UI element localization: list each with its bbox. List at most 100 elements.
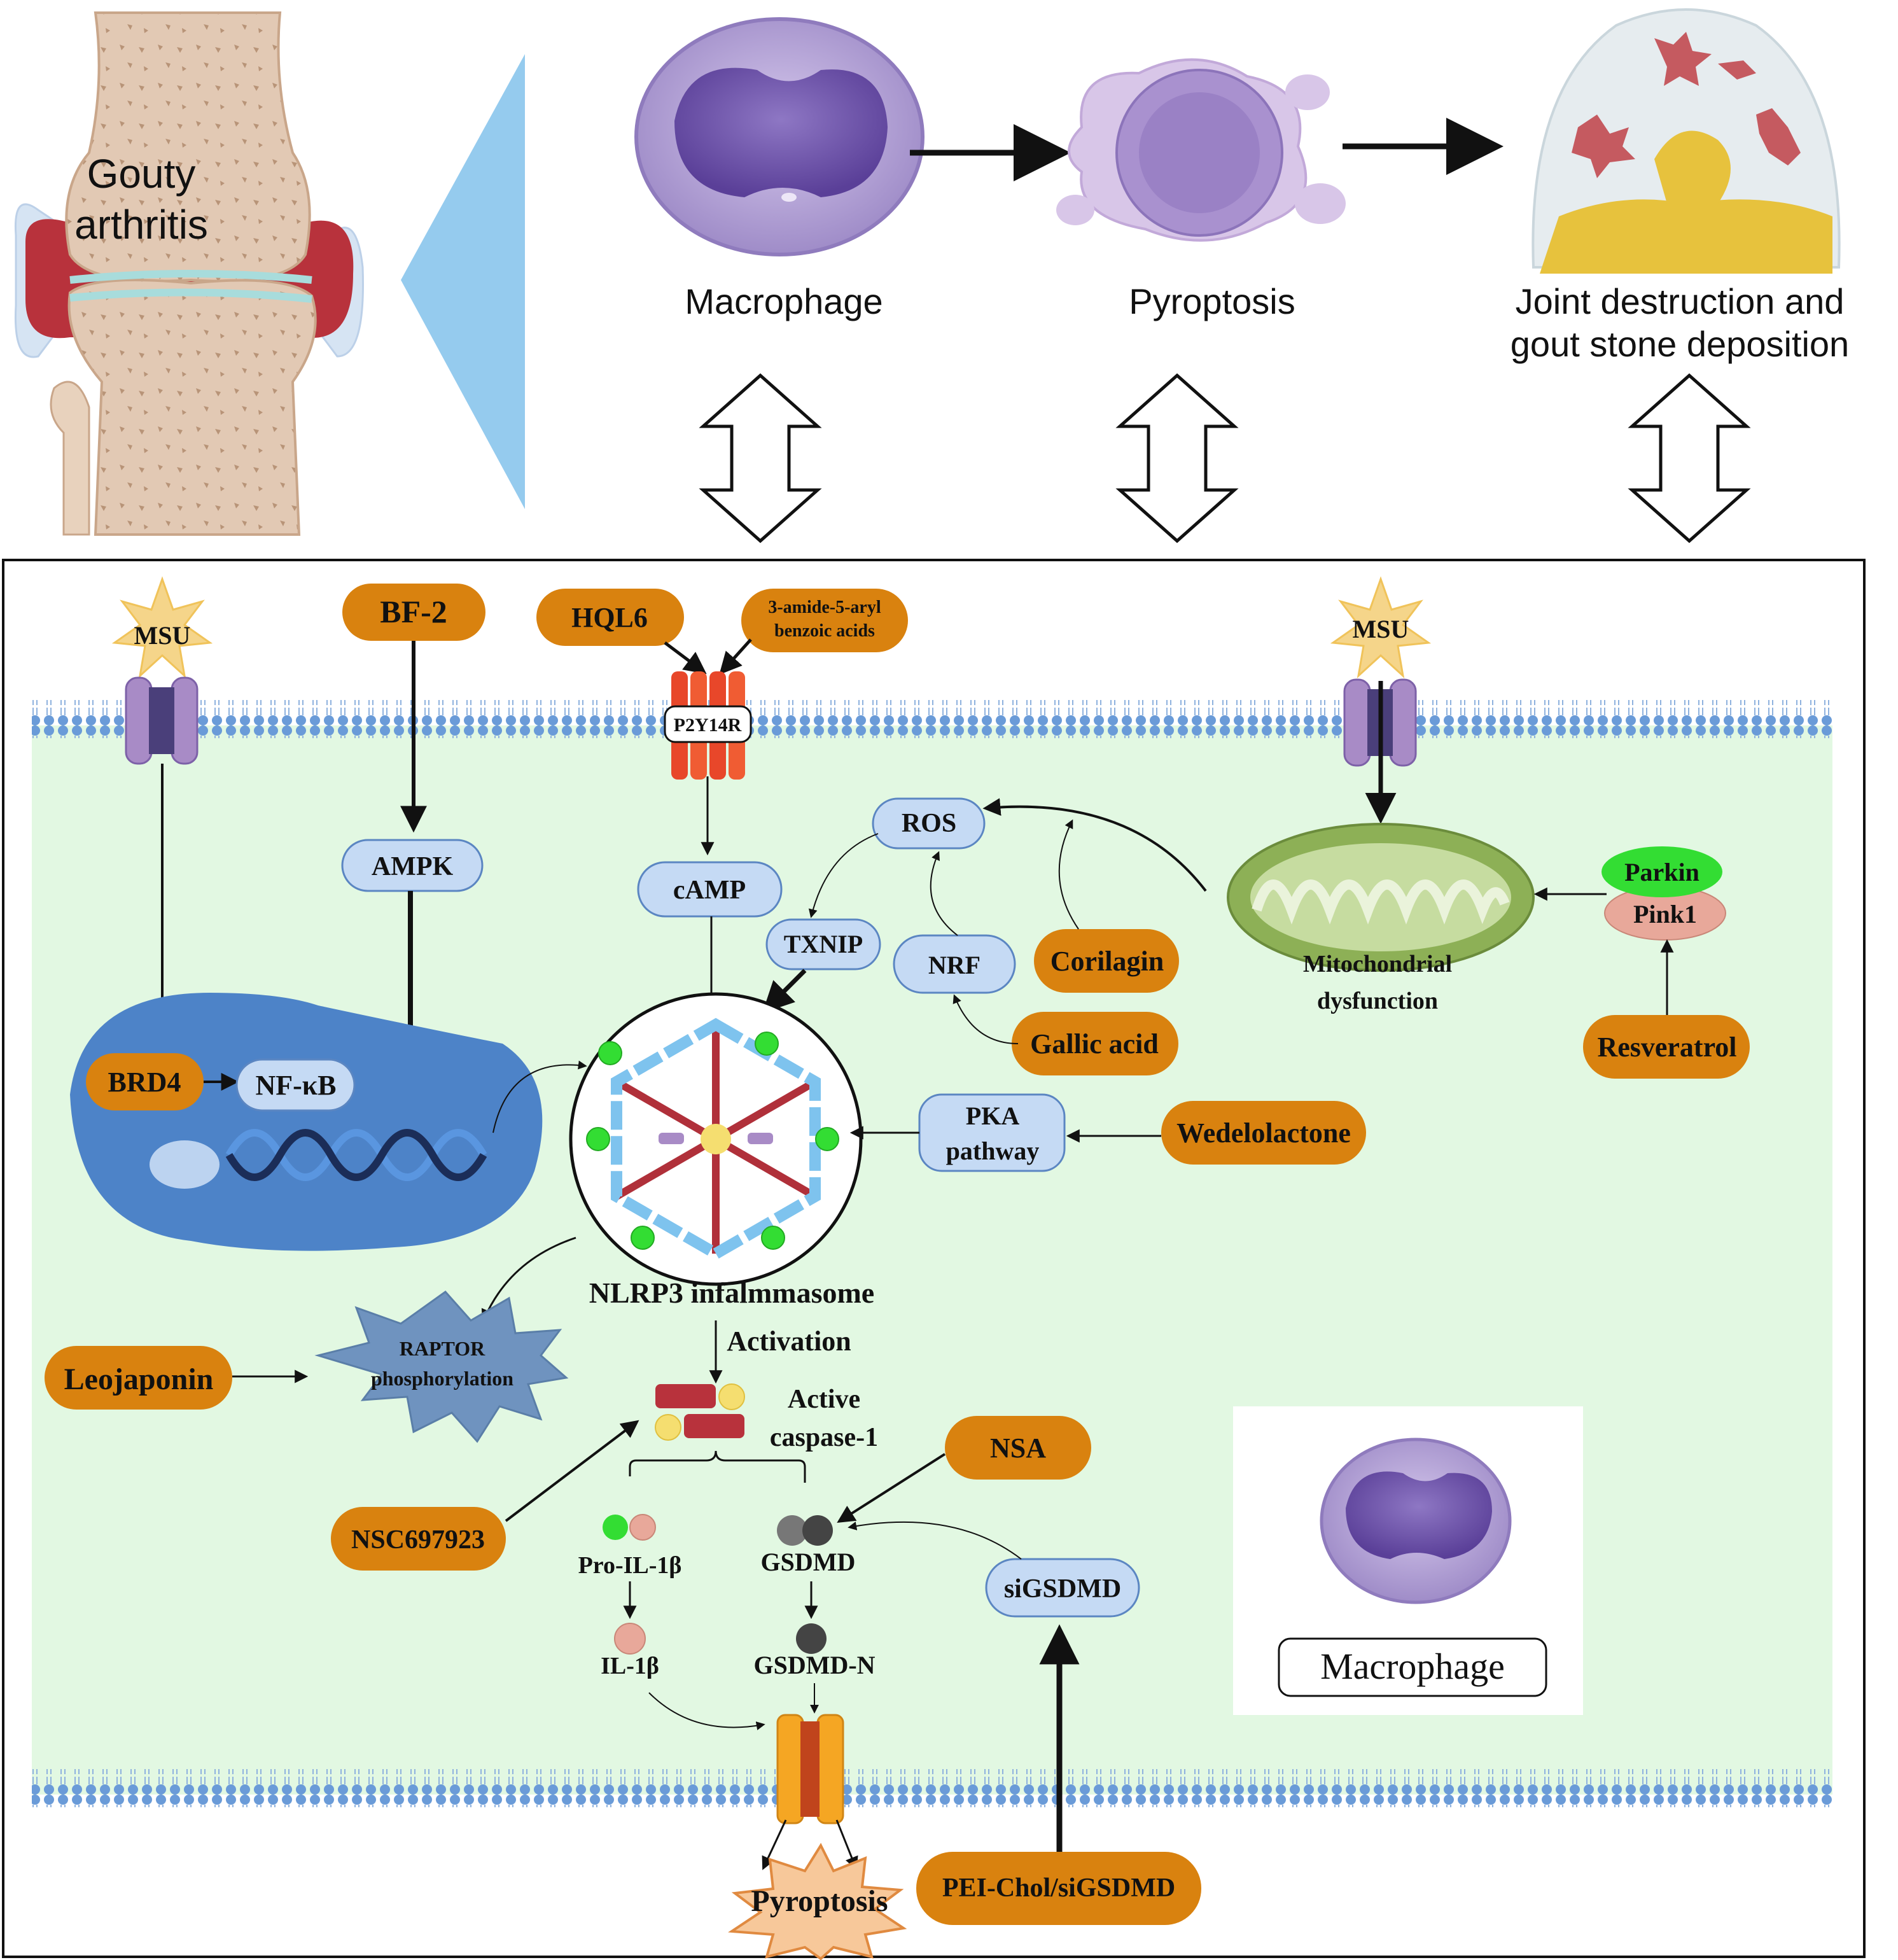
amide-label-line2: benzoic acids bbox=[774, 621, 875, 641]
arrow-pore-to-pyroptosis-left bbox=[762, 1819, 787, 1870]
mito-label-line1: Mitochondrial bbox=[1303, 951, 1452, 977]
gallic-acid-pill bbox=[1012, 1012, 1178, 1075]
il1b-label: IL-1β bbox=[601, 1653, 659, 1679]
p2y14r-receptor bbox=[664, 671, 752, 780]
txnip-label: TXNIP bbox=[784, 930, 863, 958]
corilagin-label: Corilagin bbox=[1050, 946, 1164, 977]
caspase-bracket bbox=[629, 1450, 806, 1483]
parkin-oval bbox=[1601, 846, 1722, 897]
wedelolactone-pill bbox=[1161, 1101, 1366, 1165]
top-pyroptosis-label: Pyroptosis bbox=[1129, 281, 1295, 321]
sigsdmd-pill bbox=[985, 1558, 1140, 1618]
double-arrow-pyroptosis bbox=[1115, 373, 1239, 543]
arrow-gallic-to-nrf bbox=[952, 994, 1019, 1044]
amide-benzoic-pill bbox=[741, 589, 908, 652]
nfkb-label: NF-κB bbox=[255, 1070, 336, 1101]
pyroptosis-burst bbox=[728, 1842, 907, 1960]
top-macrophage-label: Macrophage bbox=[685, 281, 883, 321]
macrophage-cell-icon bbox=[634, 17, 925, 256]
nsa-pill bbox=[945, 1416, 1091, 1480]
caspase-1-icon bbox=[655, 1383, 745, 1441]
knee-joint-illustration: Gouty arthritis bbox=[14, 11, 364, 536]
pink1-label: Pink1 bbox=[1633, 900, 1697, 928]
txnip-pill bbox=[765, 918, 881, 970]
pro-il1b-pink-dot bbox=[629, 1514, 656, 1541]
parkin-label: Parkin bbox=[1624, 858, 1699, 886]
joint-label-line2: arthritis bbox=[74, 202, 208, 248]
arrow-il1b-to-pore bbox=[648, 1692, 765, 1730]
leojaponin-pill bbox=[45, 1346, 232, 1410]
mitochondria-icon bbox=[1227, 823, 1535, 972]
gsdmd-n-dot bbox=[796, 1623, 827, 1654]
nsc697923-pill bbox=[331, 1507, 506, 1571]
gsdmd-dot-dark bbox=[802, 1515, 833, 1546]
destruction-label-line2: gout stone deposition bbox=[1511, 324, 1849, 364]
msu-left-label: MSU bbox=[134, 621, 191, 650]
camp-label: cAMP bbox=[673, 876, 746, 905]
bf2-label: BF-2 bbox=[380, 594, 447, 629]
camp-pill bbox=[637, 861, 783, 918]
gallic-acid-label: Gallic acid bbox=[1030, 1028, 1159, 1060]
amide-label-line1: 3-amide-5-aryl bbox=[768, 598, 881, 617]
arrow-txnip-to-nlrp3 bbox=[762, 969, 807, 1013]
destruction-label-line1: Joint destruction and bbox=[1516, 281, 1845, 321]
pro-il1b-label: Pro-IL-1β bbox=[578, 1552, 682, 1579]
arrow-ros-to-txnip bbox=[808, 833, 879, 918]
wedelolactone-label: Wedelolactone bbox=[1176, 1117, 1351, 1149]
ros-label: ROS bbox=[902, 809, 956, 838]
nlrp3-label: NLRP3 infalmmasome bbox=[589, 1277, 874, 1309]
caspase-label-line2: caspase-1 bbox=[770, 1423, 878, 1452]
pro-il1b-green-dot bbox=[603, 1515, 628, 1540]
il1b-dot bbox=[614, 1623, 646, 1655]
nsa-label: NSA bbox=[990, 1432, 1046, 1464]
lower-membrane bbox=[32, 1769, 1832, 1807]
pka-label-line2: pathway bbox=[946, 1137, 1040, 1165]
corilagin-pill bbox=[1034, 929, 1179, 993]
pei-label: PEI-Chol/siGSDMD bbox=[942, 1873, 1175, 1903]
arrow-mito-to-ros bbox=[982, 798, 1207, 892]
arrow-corilagin-to-ros bbox=[1058, 819, 1079, 930]
arrow-nsa-to-gsdmd bbox=[837, 1453, 946, 1523]
pei-chol-sigsdmd-pill bbox=[916, 1852, 1201, 1925]
hql6-pill bbox=[536, 589, 684, 646]
joint-label-line1: Gouty bbox=[87, 151, 196, 197]
arrow-nucleus-to-nlrp3 bbox=[492, 1060, 587, 1133]
msu-star-right bbox=[1330, 576, 1432, 679]
ampk-label: AMPK bbox=[372, 852, 454, 881]
activation-label: Activation bbox=[727, 1326, 851, 1357]
ros-pill bbox=[872, 797, 986, 850]
bf2-pill bbox=[342, 584, 485, 641]
double-arrow-destruction bbox=[1628, 373, 1751, 543]
pyroptosis-cell-icon bbox=[1056, 58, 1346, 242]
msu-star-left bbox=[111, 576, 213, 679]
resveratrol-pill bbox=[1583, 1015, 1750, 1079]
brd4-pill bbox=[86, 1053, 204, 1110]
arrow-nrf-to-ros bbox=[930, 851, 958, 936]
double-arrow-macrophage bbox=[699, 373, 822, 543]
joint-destruction-icon bbox=[1532, 8, 1841, 274]
mito-label-line2: dysfunction bbox=[1317, 988, 1438, 1014]
zoom-wedge bbox=[401, 54, 525, 509]
arrow-nlrp3-to-raptor bbox=[481, 1236, 576, 1323]
raptor-label-line1: RAPTOR bbox=[400, 1337, 485, 1360]
msu-right-label: MSU bbox=[1353, 615, 1409, 643]
arrow-sigsdmd-to-gsdmd bbox=[848, 1521, 1022, 1560]
msu-channel-left bbox=[125, 676, 199, 765]
nlrp3-inflammasome-icon bbox=[569, 992, 863, 1286]
arrow-amide-to-p2y14r bbox=[719, 638, 752, 675]
legend-label-box bbox=[1278, 1637, 1547, 1697]
arrow-pore-to-pyroptosis-right bbox=[835, 1819, 858, 1870]
legend-macrophage-label: Macrophage bbox=[1320, 1646, 1505, 1687]
gsdmd-n-label: GSDMD-N bbox=[753, 1651, 875, 1679]
arrow-hql6-to-p2y14r bbox=[664, 641, 707, 675]
legend-macrophage-icon bbox=[1320, 1438, 1512, 1604]
nrf-label: NRF bbox=[928, 951, 980, 979]
raptor-label-line2: phosphorylation bbox=[371, 1367, 513, 1390]
caspase-label-line1: Active bbox=[788, 1385, 860, 1414]
upper-membrane bbox=[32, 700, 1832, 738]
pyroptosis-label: Pyroptosis bbox=[751, 1884, 888, 1918]
gsdmd-label: GSDMD bbox=[761, 1548, 856, 1576]
resveratrol-label: Resveratrol bbox=[1597, 1032, 1736, 1063]
p2y14r-label: P2Y14R bbox=[674, 715, 742, 736]
